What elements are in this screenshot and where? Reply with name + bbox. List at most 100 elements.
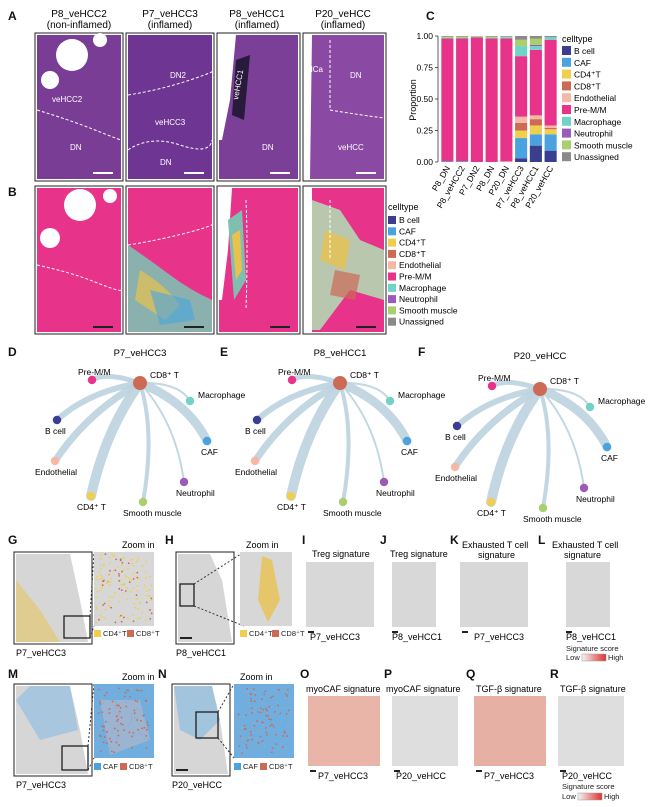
cell-dot xyxy=(136,719,139,721)
legend-b-swatch xyxy=(388,249,396,258)
legend-c: celltype B cellCAFCD4⁺TCD8⁺TEndothelialP… xyxy=(562,34,633,162)
j-title: Treg signature xyxy=(390,549,448,559)
cell-dot xyxy=(269,724,272,727)
cell-dot xyxy=(271,723,273,726)
cell-dot xyxy=(103,694,106,697)
legend-b: celltype B cellCAFCD4⁺TCD8⁺TEndothelialP… xyxy=(388,202,458,327)
he-image-4: NCa DN veHCC xyxy=(302,32,387,182)
cell-dot xyxy=(127,562,130,565)
network-node xyxy=(185,396,195,406)
network-node xyxy=(402,436,412,446)
cell-dot xyxy=(108,600,111,602)
cell-dot xyxy=(111,700,114,703)
cell-dot xyxy=(132,587,134,590)
cell-dot xyxy=(130,746,133,749)
cell-dot xyxy=(112,555,114,557)
cell-dot xyxy=(112,570,115,572)
bar-segment xyxy=(544,39,557,126)
cell-dot xyxy=(272,695,274,698)
cell-dot xyxy=(150,612,153,615)
cell-dot xyxy=(140,689,143,692)
cell-dot xyxy=(110,606,113,609)
network-node-label: Endothelial xyxy=(435,473,477,483)
cell-dot xyxy=(129,590,132,593)
cell-dot xyxy=(120,613,123,616)
cell-dot xyxy=(285,712,288,715)
cell-dot xyxy=(284,697,286,699)
cell-dot xyxy=(250,707,253,710)
cell-dot xyxy=(132,572,135,575)
he-4-label-3: veHCC xyxy=(338,143,364,152)
panel-letter-l: L xyxy=(538,533,545,547)
cell-dot xyxy=(108,556,111,559)
cell-dot xyxy=(251,738,253,741)
network-edge xyxy=(286,378,345,501)
r-sample: P20_veHCC xyxy=(562,771,613,781)
cell-dot xyxy=(144,586,147,588)
cell-dot xyxy=(266,711,269,714)
cell-dot xyxy=(145,560,148,563)
bar-segment xyxy=(544,134,557,151)
y-tick-label: 0.50 xyxy=(416,94,433,104)
network-node-label: Macrophage xyxy=(598,396,646,406)
network-node-label: Macrophage xyxy=(398,390,446,400)
network-node xyxy=(333,376,347,390)
cell-dot xyxy=(252,747,254,749)
cell-dot xyxy=(131,558,134,561)
legend-b-swatch xyxy=(388,227,396,236)
network-title: P7_veHCC3 xyxy=(114,348,167,359)
legend-c-swatch xyxy=(562,140,571,150)
bar-segment xyxy=(544,36,557,38)
q-sample: P7_veHCC3 xyxy=(484,771,534,781)
l-title-1: Exhausted T cell xyxy=(552,540,618,550)
cell-dot xyxy=(121,564,123,566)
cell-dot xyxy=(135,707,138,710)
cell-dot xyxy=(261,698,263,701)
cell-dot xyxy=(270,696,272,699)
network-edge xyxy=(139,382,185,483)
cell-dot xyxy=(118,687,120,690)
bar-segment xyxy=(515,56,528,117)
cell-dot xyxy=(132,734,135,737)
panel-a-title-3-line2: (inflamed) xyxy=(235,20,279,31)
network-node xyxy=(538,503,548,513)
cell-dot xyxy=(145,571,148,574)
l-scale-bar xyxy=(581,653,607,662)
cell-dot xyxy=(110,740,113,743)
m-legend-caf: CAF xyxy=(103,762,118,771)
cell-dot xyxy=(252,721,255,724)
cell-dot xyxy=(137,689,140,692)
network-node-label: CD8⁺ T xyxy=(350,370,379,380)
bar-segment xyxy=(529,38,542,45)
q-title: TGF-β signature xyxy=(476,684,542,694)
cell-dot xyxy=(118,744,121,747)
network-node-label: CD8⁺ T xyxy=(150,370,179,380)
cell-dot xyxy=(100,717,103,720)
network-edge xyxy=(51,379,144,465)
bar-segment xyxy=(485,36,498,38)
bar-segment xyxy=(529,44,542,47)
cell-dot xyxy=(99,750,102,753)
cell-dot xyxy=(116,565,119,568)
cell-dot xyxy=(253,725,256,727)
cell-dot xyxy=(237,716,240,718)
cell-dot xyxy=(137,607,139,610)
cell-dot xyxy=(99,728,102,731)
y-tick-label: 0.25 xyxy=(416,126,433,136)
network-edge xyxy=(538,387,551,510)
cell-dot xyxy=(132,620,135,623)
cell-dot xyxy=(277,688,280,691)
cell-dot xyxy=(243,728,246,730)
cell-dot xyxy=(137,728,139,731)
network-node xyxy=(287,375,297,385)
cell-dot xyxy=(97,688,100,691)
cell-dot xyxy=(110,577,113,580)
panel-letter-f: F xyxy=(418,345,425,359)
n-sample: P20_veHCC xyxy=(172,780,223,790)
n-zoom-box xyxy=(195,711,219,739)
cell-dot xyxy=(119,579,122,582)
cell-dot xyxy=(262,723,264,726)
cell-dot xyxy=(254,707,257,710)
cell-dot xyxy=(121,570,123,573)
